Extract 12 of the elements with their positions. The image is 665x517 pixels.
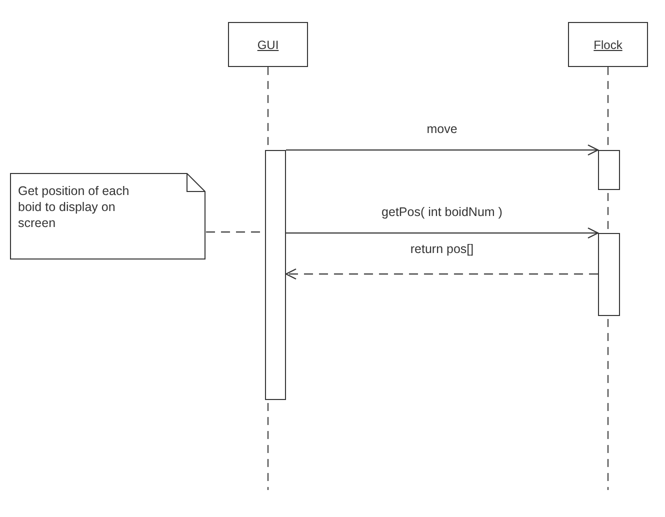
object-box: GUI: [228, 22, 308, 67]
activation-bar: [598, 233, 620, 316]
object-box: Flock: [568, 22, 648, 67]
return-arrow: [285, 268, 598, 280]
message-label: getPos( int boidNum ): [380, 205, 504, 219]
message-arrow: [286, 144, 599, 156]
message-arrow: [286, 227, 599, 239]
message-label: return pos[]: [408, 242, 476, 256]
activation-bar: [598, 150, 620, 190]
activation-bar: [265, 150, 286, 400]
note-shape: [10, 173, 206, 260]
note-text: Get position of each boid to display on screen: [18, 183, 130, 231]
